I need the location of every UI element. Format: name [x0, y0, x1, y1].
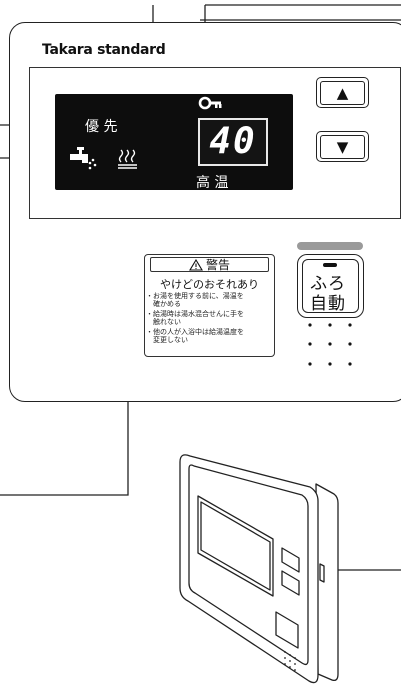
warning-line: ・給湯時は湯水混合せんに手を	[146, 310, 244, 318]
warning-title: やけどのおそれあり	[160, 278, 259, 291]
high-temp-label: 高 温	[196, 175, 229, 191]
priority-label: 優 先	[85, 119, 118, 135]
warning-line: 触れない	[146, 318, 181, 326]
warning-line: 確かめる	[146, 300, 181, 308]
warning-header: 警告	[150, 257, 269, 272]
temperature-value: 40	[209, 121, 257, 162]
bath-auto-label-2: 自動	[310, 294, 346, 314]
temp-down-button[interactable]: ▼	[316, 131, 369, 162]
warning-triangle-icon	[189, 258, 203, 271]
temp-up-button[interactable]: ▲	[316, 77, 369, 108]
up-arrow-icon: ▲	[336, 83, 349, 102]
down-arrow-icon: ▼	[336, 137, 349, 156]
warning-line: ・他の人が入浴中は給湯温度を	[146, 328, 244, 336]
warning-header-text: 警告	[205, 258, 230, 272]
warning-line: ・お湯を使用する前に、湯温を	[146, 292, 244, 300]
bath-auto-lamp	[323, 263, 337, 267]
bath-indicator-bar	[297, 242, 363, 250]
temperature-display: 40	[198, 118, 268, 166]
warning-line: 変更しない	[146, 336, 188, 344]
bath-auto-label-1: ふろ	[310, 274, 346, 294]
bath-auto-button-face	[302, 259, 359, 313]
brand-logo: Takara standard	[42, 42, 166, 58]
